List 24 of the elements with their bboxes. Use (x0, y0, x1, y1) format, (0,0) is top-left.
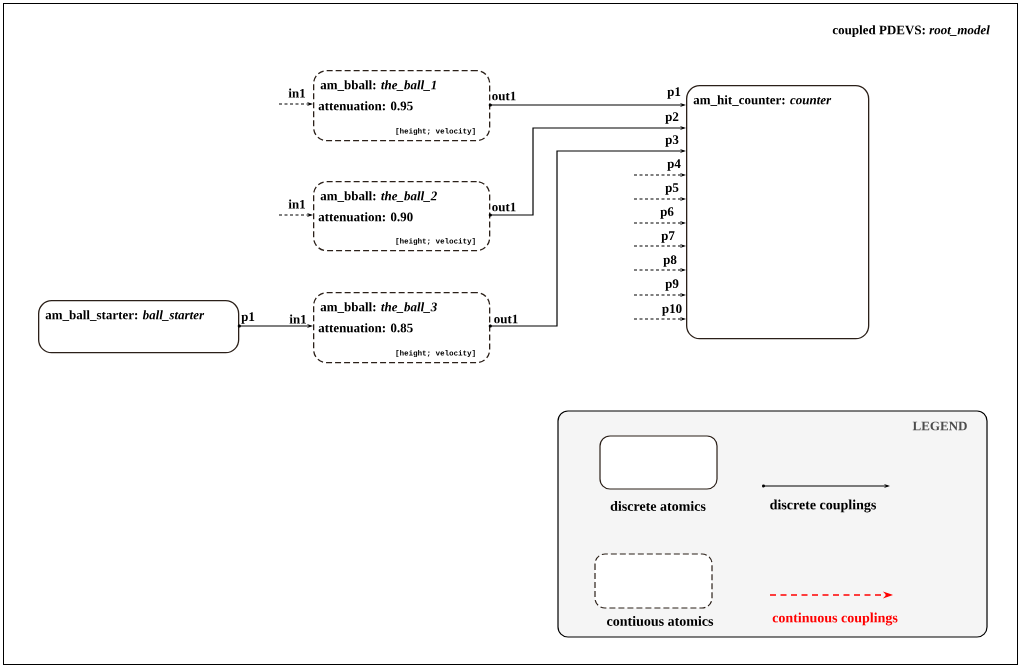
legend-text: discrete couplings (770, 499, 876, 513)
port-label: in1 (288, 199, 305, 209)
port-label: p5 (665, 183, 679, 195)
port-label: in1 (289, 314, 306, 324)
port-label: p7 (661, 231, 675, 243)
port-label: p10 (662, 304, 682, 316)
legend-heading: LEGEND (912, 421, 967, 431)
port-label: p2 (665, 112, 679, 124)
legend-text: discrete atomics (610, 501, 706, 511)
legend-text: contiuous atomics (607, 616, 714, 626)
port-label: in1 (288, 88, 305, 98)
discrete-atomic-box: am_hit_counter: counter (686, 85, 870, 340)
port-label: p8 (663, 255, 677, 267)
port-label: p3 (665, 135, 679, 147)
port-label: p1 (667, 87, 681, 99)
port-label: p6 (660, 207, 674, 219)
port-label: p4 (667, 159, 681, 171)
legend-text: continuous couplings (772, 612, 898, 626)
port-label: out1 (494, 314, 518, 324)
port-label: out1 (492, 91, 516, 101)
port-label: p9 (665, 279, 679, 291)
port-label: p1 (241, 312, 255, 324)
discrete-atomic-box: am_ball_starter: ball_starter (38, 300, 241, 354)
port-label: out1 (492, 202, 516, 212)
